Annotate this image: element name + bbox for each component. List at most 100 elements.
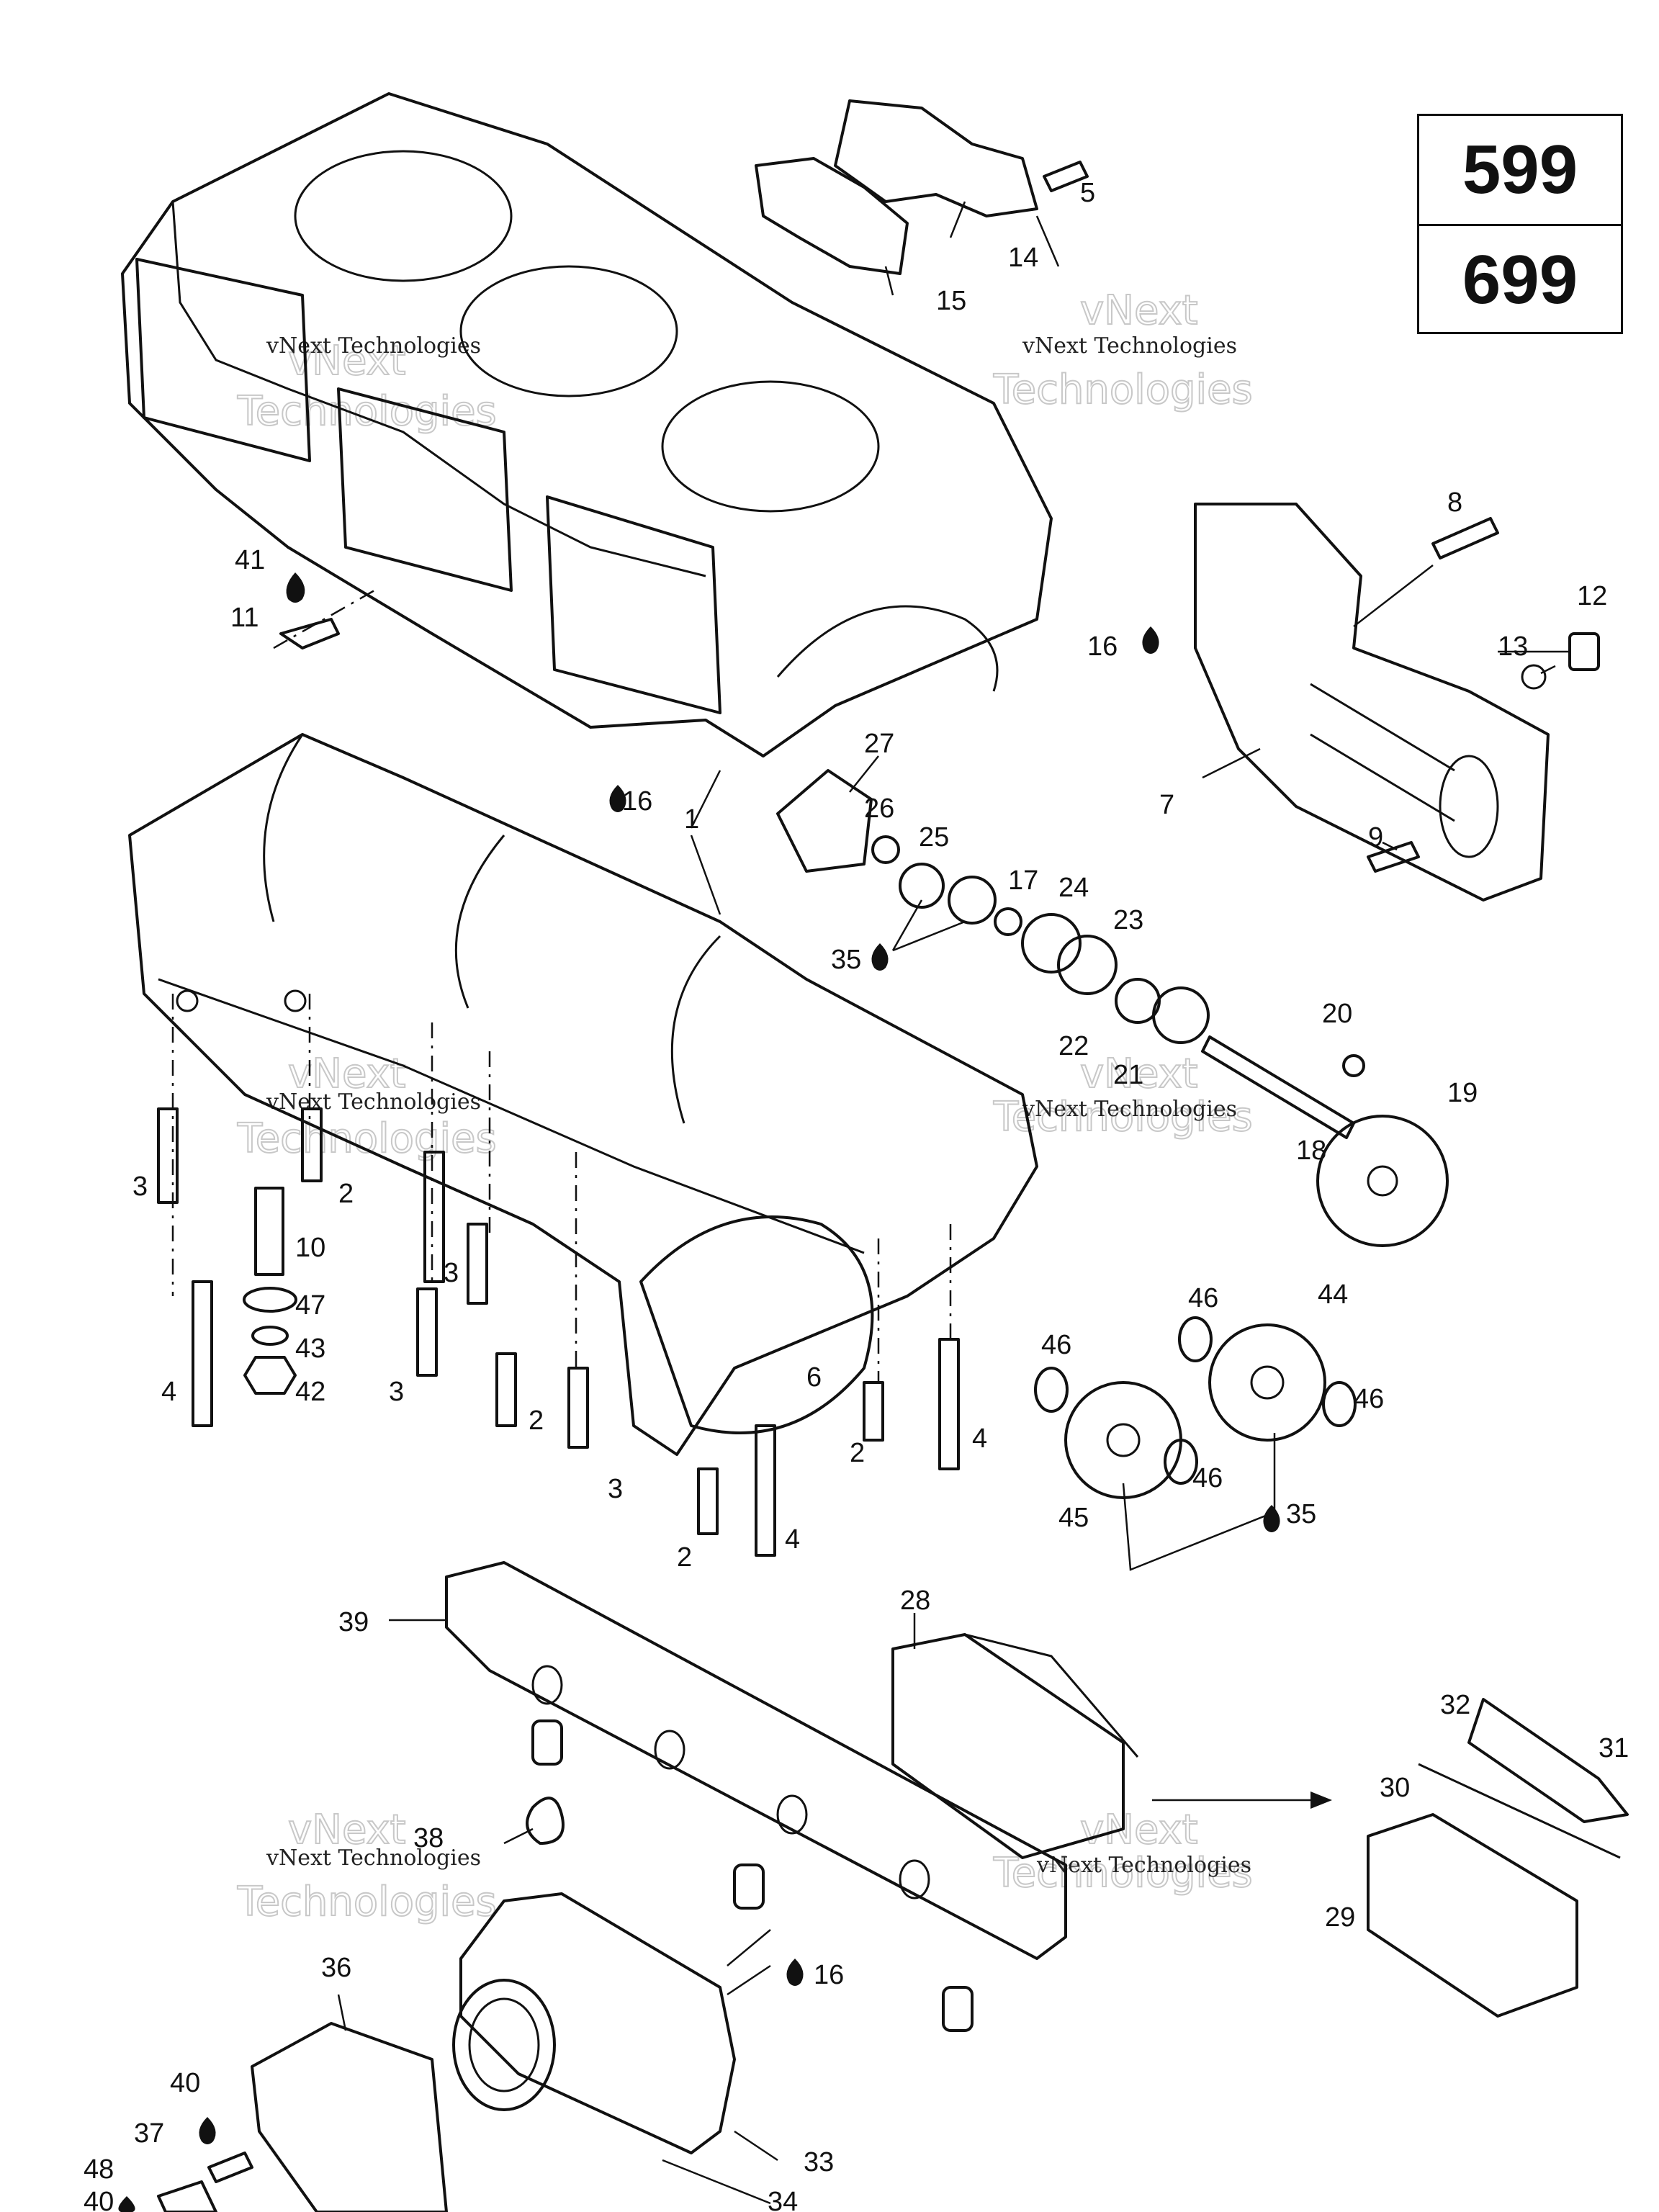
water-pump-assembly <box>776 769 1449 1247</box>
callout-32: 32 <box>1440 1690 1470 1720</box>
watermark-small: vNext Technologies <box>266 1845 481 1871</box>
callout-26: 26 <box>864 793 894 824</box>
watermark-small: vNext Technologies <box>1022 333 1237 359</box>
callout-30: 30 <box>1380 1773 1410 1803</box>
model-code-599: 599 <box>1462 131 1578 208</box>
watermark-small: vNext Technologies <box>1036 1853 1251 1878</box>
callout-16: 16 <box>622 786 652 817</box>
callout-13: 13 <box>1498 631 1528 662</box>
callout-3: 3 <box>444 1258 459 1288</box>
callout-31: 31 <box>1599 1733 1629 1763</box>
callout-22: 22 <box>1058 1031 1089 1061</box>
callout-46: 46 <box>1188 1283 1218 1313</box>
callout-35: 35 <box>1286 1499 1316 1529</box>
callout-6: 6 <box>806 1362 822 1393</box>
drop-icon <box>609 785 626 812</box>
callout-43: 43 <box>295 1334 325 1364</box>
watermark-small: vNext Technologies <box>266 333 481 359</box>
watermark-large-line2: Technologies <box>237 1879 497 1925</box>
carb-adaptor <box>157 1797 736 2212</box>
callout-20: 20 <box>1322 999 1352 1029</box>
callout-42: 42 <box>295 1377 325 1407</box>
watermark-large-line1: vNext <box>1080 1051 1198 1097</box>
callout-labels: 5 14 15 8 12 13 16 7 9 41 11 27 26 25 16… <box>84 178 1629 2212</box>
drop-icon <box>786 1959 804 1986</box>
callout-18: 18 <box>1296 1136 1326 1166</box>
callout-21: 21 <box>1113 1060 1143 1090</box>
watermark-small: vNext Technologies <box>266 1089 481 1115</box>
model-code-box: 599 699 <box>1417 114 1623 334</box>
callout-5: 5 <box>1080 178 1095 208</box>
callout-41: 41 <box>235 545 265 575</box>
callout-3: 3 <box>608 1474 623 1504</box>
callout-2: 2 <box>529 1406 544 1436</box>
callout-16: 16 <box>1087 631 1118 662</box>
intake-manifold <box>445 1561 1067 2032</box>
callout-28: 28 <box>900 1586 930 1616</box>
callout-48: 48 <box>84 2154 114 2185</box>
callout-23: 23 <box>1113 905 1143 935</box>
callout-40: 40 <box>84 2187 114 2212</box>
leader-lines <box>337 201 1570 2205</box>
drop-icon <box>1142 626 1159 654</box>
callout-47: 47 <box>295 1290 325 1321</box>
callout-46: 46 <box>1041 1330 1071 1360</box>
callout-10: 10 <box>295 1233 325 1263</box>
callout-3: 3 <box>389 1377 404 1407</box>
fasteners <box>157 161 1600 1557</box>
reed-valves <box>891 1633 1629 2018</box>
callout-4: 4 <box>972 1424 987 1454</box>
drop-icon <box>118 2196 135 2212</box>
drop-icon <box>871 943 889 971</box>
watermark-large-line2: Technologies <box>993 367 1253 413</box>
rotary-valve-cover <box>1194 503 1550 902</box>
callout-44: 44 <box>1318 1280 1348 1310</box>
callout-9: 9 <box>1368 822 1383 853</box>
callout-37: 37 <box>134 2118 164 2149</box>
callout-11: 11 <box>230 603 258 633</box>
callout-25: 25 <box>919 822 949 853</box>
lower-crankcase <box>128 733 1038 1456</box>
plates <box>755 99 1038 275</box>
callout-2: 2 <box>338 1179 354 1209</box>
model-code-699: 699 <box>1419 224 1621 334</box>
watermark-group: vNext Technologies vNext Technologies vN… <box>236 287 1254 1926</box>
callout-40: 40 <box>170 2068 200 2098</box>
callout-35: 35 <box>831 945 861 975</box>
watermark-large-line2: Technologies <box>237 1115 497 1162</box>
drop-icon <box>1263 1505 1280 1532</box>
callout-29: 29 <box>1325 1902 1355 1933</box>
callout-2: 2 <box>850 1438 865 1468</box>
callout-17: 17 <box>1008 866 1038 896</box>
watermark-large-line1: vNext <box>288 1051 406 1097</box>
callout-36: 36 <box>321 1953 351 1983</box>
upper-crankcase <box>121 92 1053 757</box>
callout-4: 4 <box>785 1524 800 1555</box>
watermark-large-line1: vNext <box>1080 287 1198 334</box>
callout-8: 8 <box>1447 487 1462 518</box>
callout-46: 46 <box>1354 1384 1384 1414</box>
callout-12: 12 <box>1577 581 1607 611</box>
callout-2: 2 <box>677 1542 692 1573</box>
callout-34: 34 <box>768 2187 798 2212</box>
callout-24: 24 <box>1058 873 1089 903</box>
callout-1: 1 <box>684 804 699 835</box>
callout-4: 4 <box>161 1377 176 1407</box>
callout-39: 39 <box>338 1607 369 1637</box>
callout-16: 16 <box>814 1960 844 1990</box>
callout-46: 46 <box>1192 1463 1223 1493</box>
watermark-large-line1: vNext <box>288 1807 406 1853</box>
callout-45: 45 <box>1058 1503 1089 1533</box>
gears <box>1034 1316 1357 1571</box>
callout-33: 33 <box>804 2147 834 2177</box>
alignment-lines <box>171 589 952 1382</box>
watermark-large-line1: vNext <box>1080 1807 1198 1853</box>
callout-27: 27 <box>864 729 894 759</box>
callout-38: 38 <box>413 1823 444 1853</box>
callout-7: 7 <box>1159 790 1174 820</box>
watermark-large-line2: Technologies <box>993 1094 1253 1141</box>
drop-icon <box>286 572 305 603</box>
drop-icon <box>199 2117 216 2144</box>
callout-15: 15 <box>936 286 966 316</box>
